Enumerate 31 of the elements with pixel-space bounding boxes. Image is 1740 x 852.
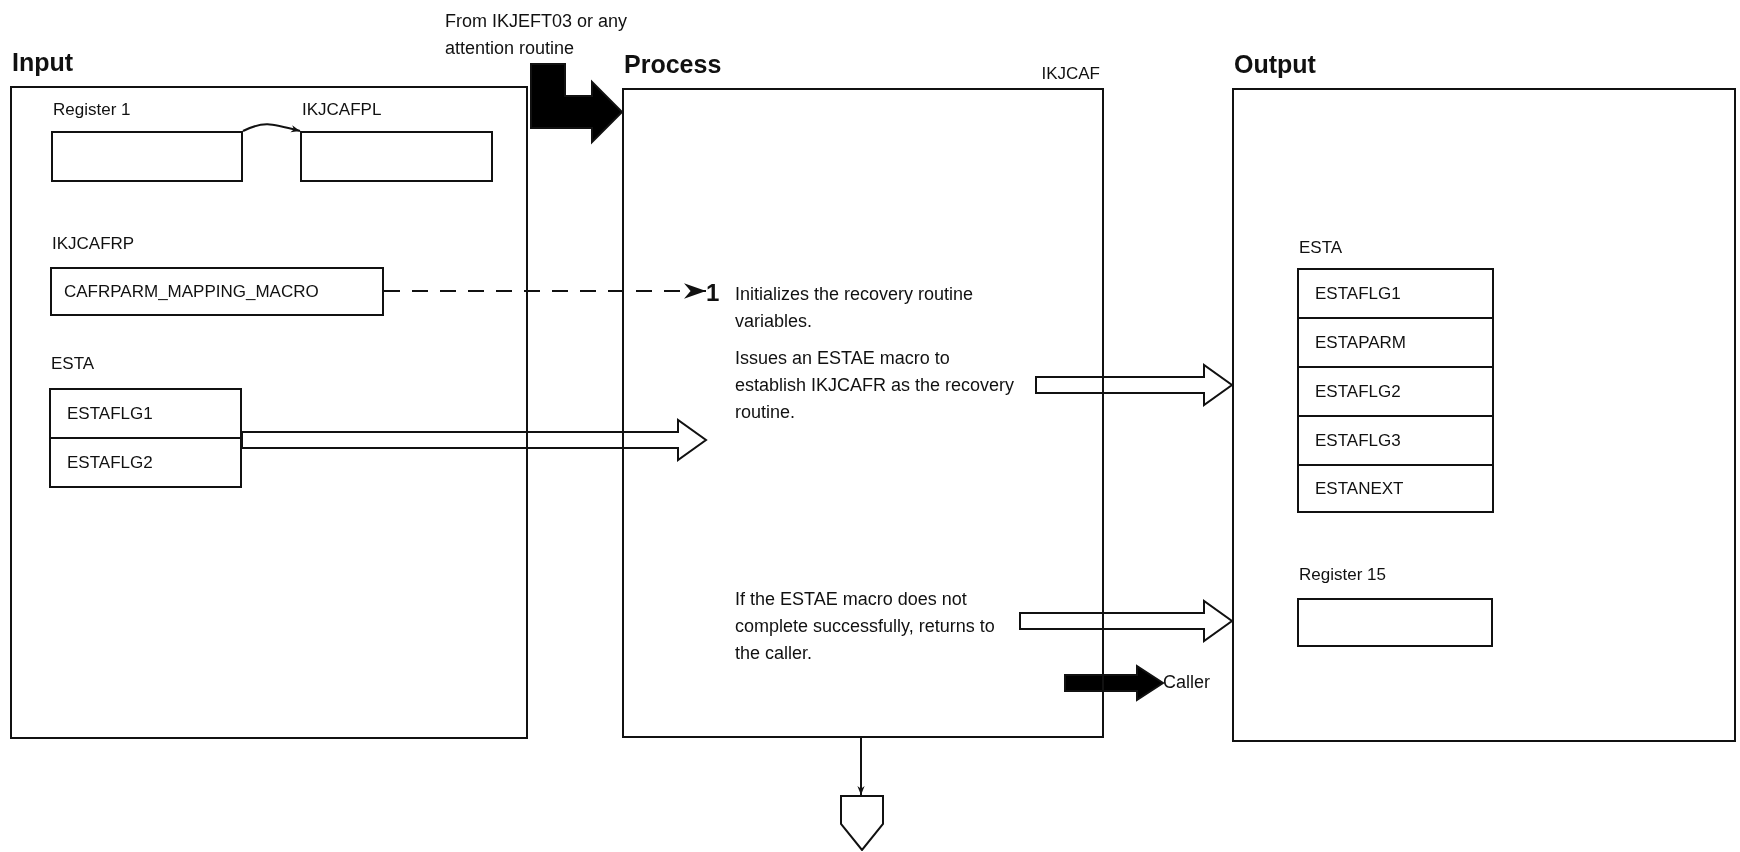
step-text: Initializes the recovery routine variables. [735,283,975,333]
field-entry: ESTAFLG2 [49,437,242,488]
field-entry: ESTAFLG2 [1297,366,1494,417]
field-entry: ESTAFLG3 [1297,415,1494,466]
flow-arrow [530,63,624,145]
field-label: ESTA [1299,238,1343,258]
section-heading: Process [624,50,722,79]
field-label: Register 1 [53,100,131,120]
section-heading: Output [1234,50,1316,79]
step-number: 1 [706,280,720,306]
field-entry: ESTAFLG1 [1297,268,1494,319]
dashed-arrow [383,283,707,299]
field-entry: ESTANEXT [1297,464,1494,513]
data-flow-arrow [1019,599,1234,643]
field-entry: ESTAPARM [1297,317,1494,368]
module-name: IKJCAF [1041,64,1100,84]
step-text: Issues an ESTAE macro to establish IKJCAFR as the recovery routine. [735,347,1016,424]
macro-field: CAFRPARM_MAPPING_MACRO [50,267,384,316]
field-label: Register 15 [1299,565,1386,585]
section-heading: Input [12,48,74,77]
arrow [857,737,865,796]
data-flow-arrow [241,418,708,462]
flow-arrow [1064,664,1165,702]
note-text: Caller [1163,669,1233,697]
field-label: IKJCAFRP [52,234,135,254]
note-text: If the ESTAE macro does not complete successfully, returns to the caller. [735,586,1020,670]
field-label: ESTA [51,354,95,374]
field-label: IKJCAFPL [302,100,382,120]
arrow [242,123,301,133]
field-entry: ESTAFLG1 [49,388,242,439]
data-flow-arrow [1035,363,1234,407]
